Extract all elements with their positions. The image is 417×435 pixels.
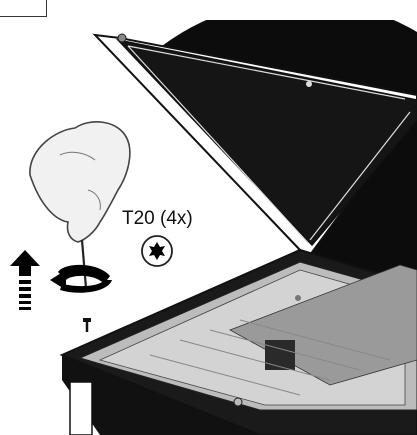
enclosure-base	[59, 248, 417, 435]
rotate-arrow-icon	[50, 264, 112, 293]
screw-icon	[83, 318, 91, 332]
hand-screwdriver-icon	[29, 121, 131, 289]
step-number-box	[0, 0, 47, 17]
torx-bit-icon	[141, 235, 173, 267]
open-lid	[92, 33, 417, 257]
up-arrow-icon	[10, 250, 40, 310]
screw-spec-label: T20 (4x)	[122, 208, 193, 229]
